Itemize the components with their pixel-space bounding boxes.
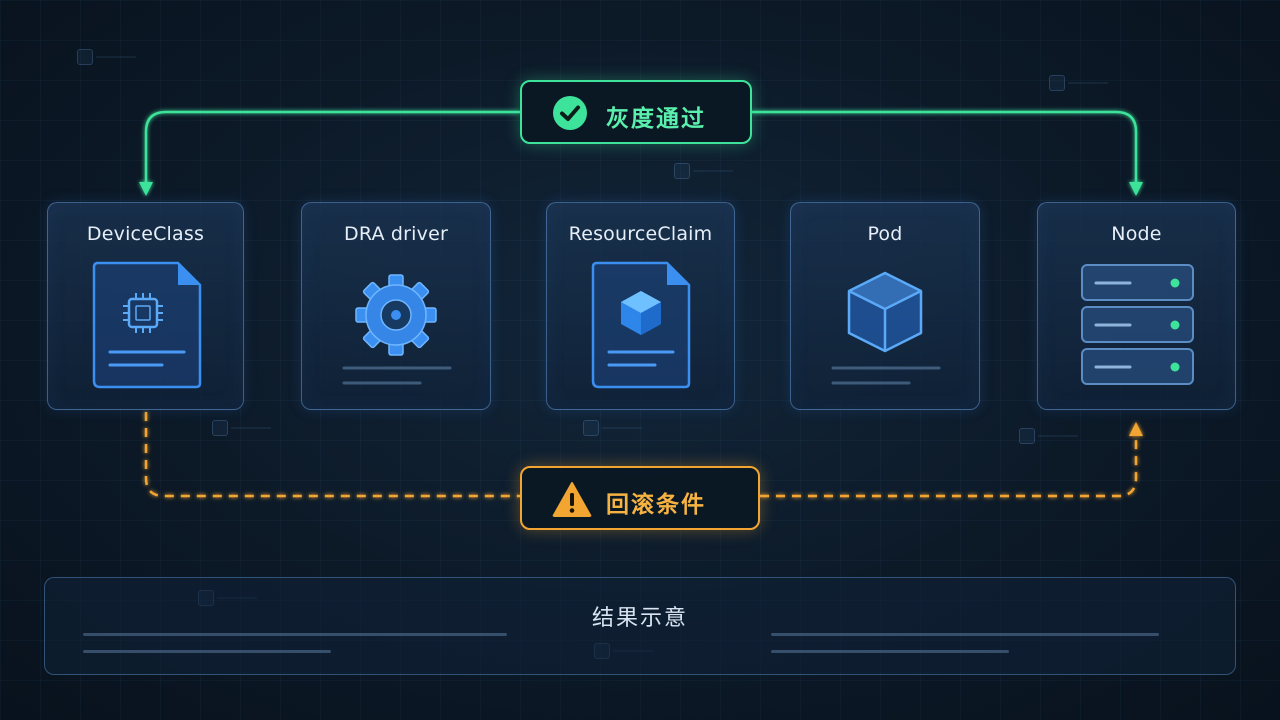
cube-icon xyxy=(831,271,941,385)
background-marker xyxy=(1049,75,1108,91)
rollback-path-line xyxy=(760,422,1143,498)
node-resourceclaim[interactable]: ResourceClaim xyxy=(546,202,735,410)
placeholder-line xyxy=(771,633,1159,636)
rollback-status-badge: 回滚条件 xyxy=(520,466,760,530)
node-deviceclass[interactable]: DeviceClass xyxy=(47,202,244,410)
server-rack-icon xyxy=(1081,264,1194,385)
check-circle-icon xyxy=(553,96,587,130)
document-cube-icon xyxy=(591,261,691,389)
pass-status-label: 灰度通过 xyxy=(606,106,706,132)
node-label: DeviceClass xyxy=(86,223,205,245)
pass-path-line xyxy=(752,110,1143,196)
result-panel-title: 结果示意 xyxy=(591,606,688,631)
node-label: Pod xyxy=(867,223,903,245)
background-marker xyxy=(212,420,271,436)
placeholder-line xyxy=(83,650,331,653)
rollback-status-label: 回滚条件 xyxy=(606,492,706,518)
document-chip-icon xyxy=(92,261,202,389)
background-marker xyxy=(674,163,733,179)
node-pod[interactable]: Pod xyxy=(790,202,980,410)
result-panel: 结果示意 xyxy=(44,577,1236,675)
node-label: Node xyxy=(1111,223,1162,245)
background-marker xyxy=(583,420,642,436)
node-label: DRA driver xyxy=(344,223,448,245)
rollback-path-line xyxy=(144,412,520,498)
warning-triangle-icon xyxy=(552,482,592,517)
placeholder-line xyxy=(771,650,1009,653)
node-label: ResourceClaim xyxy=(568,223,713,245)
pass-path-line xyxy=(139,110,520,196)
node-node[interactable]: Node xyxy=(1037,202,1236,410)
background-marker xyxy=(1019,428,1078,444)
pass-status-badge: 灰度通过 xyxy=(520,80,752,144)
placeholder-line xyxy=(83,633,507,636)
gear-icon xyxy=(342,274,452,385)
node-dra-driver[interactable]: DRA driver xyxy=(301,202,491,410)
background-marker xyxy=(77,49,136,65)
